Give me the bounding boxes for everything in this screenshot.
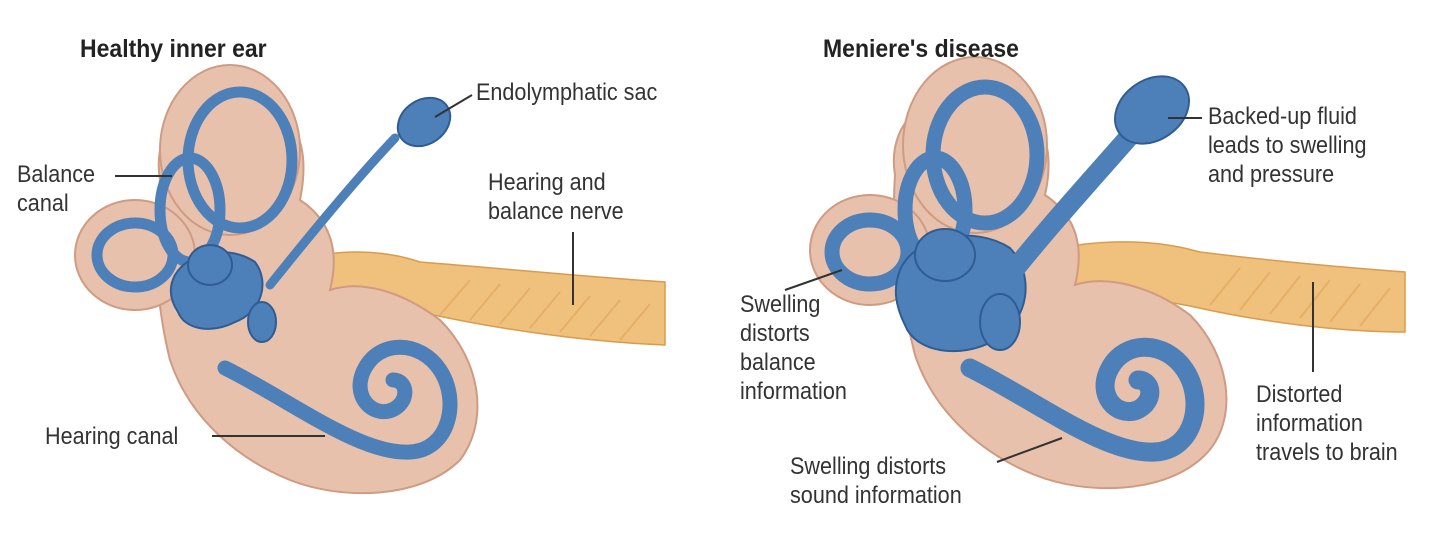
meniere-title: Meniere's disease bbox=[823, 35, 1019, 63]
meniere-endolymphatic-sac bbox=[1113, 75, 1191, 145]
label-hearing-canal: Hearing canal bbox=[45, 423, 179, 450]
label-swelling-sound: Swelling distorts sound information bbox=[790, 453, 962, 509]
healthy-cochlea bbox=[217, 339, 458, 460]
label-swelling-balance: Swelling distorts balance information bbox=[740, 291, 847, 405]
leader-lines bbox=[115, 94, 1314, 463]
label-endolymphatic-sac: Endolymphatic sac bbox=[476, 79, 658, 106]
label-backed-up-fluid: Backed-up fluid leads to swelling and pr… bbox=[1208, 103, 1367, 188]
meniere-cochlea bbox=[960, 337, 1205, 462]
label-distorted-information: Distorted information travels to brain bbox=[1256, 381, 1398, 466]
healthy-endolymphatic-sac bbox=[396, 96, 452, 148]
label-balance-canal: Balance canal bbox=[17, 161, 96, 217]
label-hearing-balance-nerve: Hearing and balance nerve bbox=[488, 169, 624, 225]
healthy-title: Healthy inner ear bbox=[80, 35, 267, 63]
healthy-ear-illustration bbox=[74, 64, 666, 495]
meniere-ear-illustration bbox=[809, 56, 1406, 490]
